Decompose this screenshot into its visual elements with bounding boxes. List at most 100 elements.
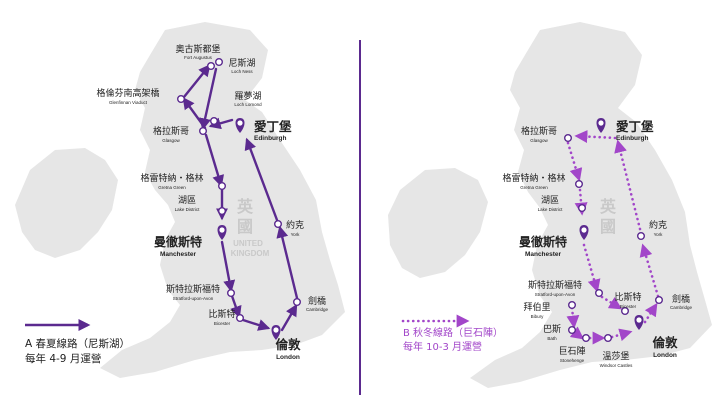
stop-b-stratford [595,289,604,298]
label-cambridge-en: Cambridge [306,307,329,312]
route-b-seg-york-edinburgh [614,139,642,231]
label-stratford-zh: 斯特拉斯福特 [166,283,220,295]
stop-gretna [217,181,226,190]
label-b-glasgow-zh: 格拉斯哥 [521,125,557,137]
route-b-seg-london-cambridge [643,302,658,324]
stop-stratford [226,289,235,298]
label-b-stratford-zh: 斯特拉斯福特 [528,279,582,291]
watermark-a: 英 國 UNITED KINGDOM [231,197,270,258]
label-b-york-zh: 約克 [649,219,667,231]
label-b-glasgow-en: Glasgow [530,138,548,143]
stop-b-windsor [604,334,613,343]
label-loch-ness-zh: 尼斯湖 [228,57,255,69]
legend-a-months: 每年 4-9 月運營 [25,353,102,365]
legend-a: A 春夏線路（尼斯湖） 每年 4-9 月運營 [25,337,130,367]
stop-b-cambridge [655,296,664,305]
label-b-gretna-en: Gretna Green [520,185,548,190]
label-b-stratford-en: Stratford-upon-Avon [535,292,576,297]
label-cambridge-zh: 劍橋 [308,295,326,307]
stop-b-york [637,231,646,240]
label-lake-district-zh: 湖區 [178,195,196,206]
watermark-zh1: 英 [236,197,254,216]
route-b-seg-bibury-bath [566,306,580,329]
label-glasgow-zh: 格拉斯哥 [153,125,189,137]
label-b-bicester-zh: 比斯特 [614,291,641,303]
label-b-manchester-en: Manchester [525,251,562,258]
stop-glenfinnan [176,94,185,103]
stop-york [274,219,283,228]
route-a-seg-york-edinburgh [244,137,279,222]
legend-b-title: B 秋冬線路（巨石陣） [403,328,504,339]
route-b-seg-cambridge-york [639,243,660,298]
watermark-zh2: 國 [237,217,253,236]
map-b: 英 國 [388,22,712,388]
route-b-seg-glasgow-gretna [566,141,583,182]
route-b-seg-windsor-london [610,328,633,342]
watermark-en2: KINGDOM [231,249,270,258]
label-london-en: London [276,354,300,361]
label-lake-district-en: Lake District [175,207,201,212]
stop-cambridge [293,298,302,307]
label-glenfinnan-zh: 格倫芬南高架橋 [96,87,159,99]
label-b-edinburgh-zh: 愛丁堡 [616,119,654,134]
route-a-seg-london-cambridge [280,303,298,332]
stop-b-bath [568,326,577,335]
stop-lake-district [217,206,226,215]
label-b-stonehenge-zh: 巨石陣 [558,345,585,357]
label-b-york-en: York [654,232,664,237]
route-a-stops [176,58,302,323]
legend-b: B 秋冬線路（巨石陣） 每年 10-3 月運營 [403,327,503,355]
route-a-seg-cambridge-york [276,225,299,300]
label-loch-lomond-en: Loch Lomond [234,102,262,107]
watermark-en1: UNITED [233,239,263,248]
label-b-windsor-zh: 溫莎堡 [602,350,629,362]
label-b-lake-district-en: Lake District [538,207,564,212]
label-gretna-zh: 格雷特納・格林 [140,172,203,184]
label-b-stonehenge-en: Stonehenge [560,358,585,363]
map-a: 英 國 UNITED KINGDOM [15,22,345,378]
label-loch-ness-en: Loch Ness [231,69,253,74]
label-b-bibury-zh: 拜伯里 [523,301,550,313]
stop-fort-augustus [206,62,215,71]
stop-b-stonehenge [582,334,591,343]
label-b-edinburgh-en: Edinburgh [616,135,649,142]
route-a-seg-glasgow-gretna [204,133,224,188]
label-b-cambridge-en: Cambridge [670,305,693,310]
label-b-cambridge-zh: 劍橋 [672,293,690,305]
label-glasgow-en: Glasgow [162,138,180,143]
britain-land-b [470,22,712,388]
stop-glasgow [198,126,207,135]
label-fort-augustus-zh: 奧古斯都堡 [175,43,220,55]
label-b-bath-en: Bath [547,336,557,341]
watermark-b-zh1: 英 [599,197,617,216]
stop-b-gretna [575,179,584,188]
route-b-seg-bath-stonehenge [569,326,585,340]
label-london-zh: 倫敦 [275,337,301,352]
route-a-seg-bicester-london [241,318,271,331]
route-b-stops [564,133,664,343]
label-b-gretna-zh: 格雷特納・格林 [502,172,565,184]
label-stratford-en: Stratford-upon-Avon [173,296,214,301]
label-manchester-zh: 曼徹斯特 [154,234,202,249]
label-loch-lomond-zh: 羅夢湖 [234,90,261,102]
label-b-bibury-en: Bibury [531,314,545,319]
label-edinburgh-en: Edinburgh [254,135,287,142]
route-b-seg-edinburgh-glasgow [574,130,617,144]
legend-a-title: A 春夏線路（尼斯湖） [25,338,131,350]
route-a-seg-stratford-bicester [230,294,242,319]
route-a-seg-manchester-stratford [220,240,236,293]
ireland-land-b [388,168,488,278]
label-b-bath-zh: 巴斯 [543,323,561,335]
label-glenfinnan-en: Glenfinnan Viaduct [109,100,148,105]
route-a-seg-loch-ness-glasgow [199,67,218,131]
label-b-manchester-zh: 曼徹斯特 [519,234,567,249]
stop-loch-ness [214,58,223,67]
stop-b-lake-district [578,203,587,212]
route-b-seg-stratford-bicester [600,295,623,310]
route-a-seg-edinburgh-loch-lomond [208,117,234,130]
label-b-london-en: London [653,352,677,359]
route-b [566,130,660,345]
legend-b-months: 每年 10-3 月運營 [403,342,483,353]
watermark-b-zh2: 國 [600,217,616,236]
